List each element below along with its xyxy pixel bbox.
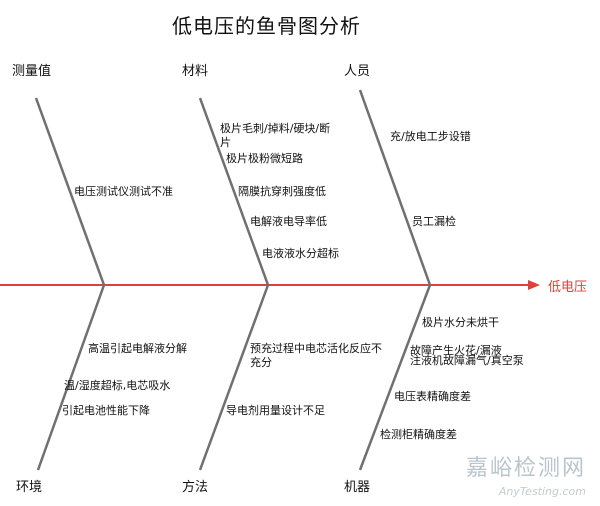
cause-environment-3: 引起电池性能下降 <box>62 404 150 417</box>
diagram-title: 低电压的鱼骨图分析 <box>172 14 361 38</box>
bone-method <box>198 284 270 471</box>
cause-measurement-1: 电压测试仪测试不准 <box>74 185 173 198</box>
category-personnel: 人员 <box>344 64 371 79</box>
cause-material-1: 极片毛刺/掉料/硬块/断片 <box>220 122 331 149</box>
cause-personnel-2: 员工漏检 <box>412 215 456 228</box>
watermark-url-text: AnyTesting.com <box>498 485 586 498</box>
cause-method-2: 导电剂用量设计不足 <box>226 404 325 417</box>
cause-material-3: 隔膜抗穿刺强度低 <box>238 185 326 198</box>
cause-machine-4: 电压表精确度差 <box>394 390 471 403</box>
watermark-logo-text: 嘉峪检测网 <box>465 456 586 481</box>
category-environment: 环境 <box>16 480 43 495</box>
bone-material <box>198 97 270 286</box>
category-measurement: 测量值 <box>12 64 52 79</box>
bone-machine <box>358 284 432 471</box>
bone-personnel <box>358 89 432 286</box>
cause-material-5: 电液液水分超标 <box>262 247 339 260</box>
cause-machine-1: 极片水分未烘干 <box>422 316 499 329</box>
category-machine: 机器 <box>344 480 371 495</box>
bone-measurement <box>34 97 106 286</box>
spine-arrowhead <box>528 280 540 290</box>
cause-method-1: 预充过程中电芯活化反应不充分 <box>250 342 382 369</box>
cause-machine-5: 检测柜精确度差 <box>380 428 457 441</box>
category-material: 材料 <box>182 64 209 79</box>
cause-personnel-1: 充/放电工步设错 <box>390 130 471 143</box>
bone-environment <box>36 284 106 471</box>
effect-label: 低电压 <box>548 280 588 295</box>
cause-material-2: 极片极粉微短路 <box>226 152 303 165</box>
cause-environment-1: 高温引起电解液分解 <box>88 342 187 355</box>
category-method: 方法 <box>182 480 209 495</box>
cause-environment-2: 温/湿度超标,电芯吸水 <box>64 379 171 392</box>
cause-material-4: 电解液电导率低 <box>250 215 327 228</box>
cause-machine-3: 注液机故障漏气/真空泵 <box>410 354 524 367</box>
cause-machine-2: 故障产生火花/漏液 <box>410 344 502 357</box>
